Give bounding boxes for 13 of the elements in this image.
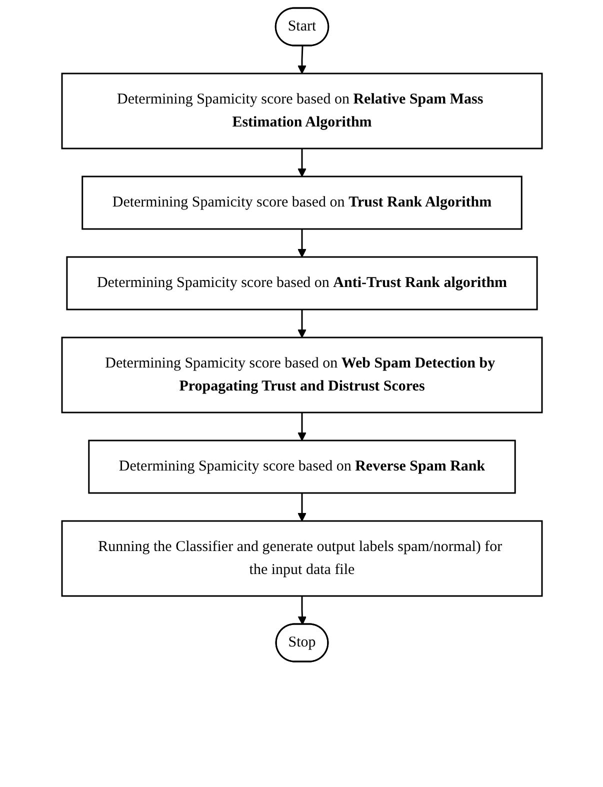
arrow (297, 46, 306, 74)
node-box: Determining Spamicity score based on Trust Rank Algorithm (81, 176, 522, 230)
arrow (297, 148, 306, 177)
node-box: Determining Spamicity score based on Relative Spam Mass Estimation Algorithm (60, 72, 542, 150)
arrow (297, 310, 306, 338)
node-box: Determining Spamicity score based on Web Spam Detection by Propagating Trust and Distrust Scores (60, 336, 542, 414)
arrow (297, 596, 306, 625)
arrow (297, 493, 306, 522)
node-box: Determining Spamicity score based on Reverse Spam Rank (88, 440, 516, 494)
arrow (297, 229, 306, 258)
arrow (297, 412, 306, 441)
node-box: Running the Classifier and generate output labels spam/normal) for the input data file (60, 520, 542, 597)
node-box: Determining Spamicity score based on Anti-Trust Rank algorithm (66, 256, 538, 310)
